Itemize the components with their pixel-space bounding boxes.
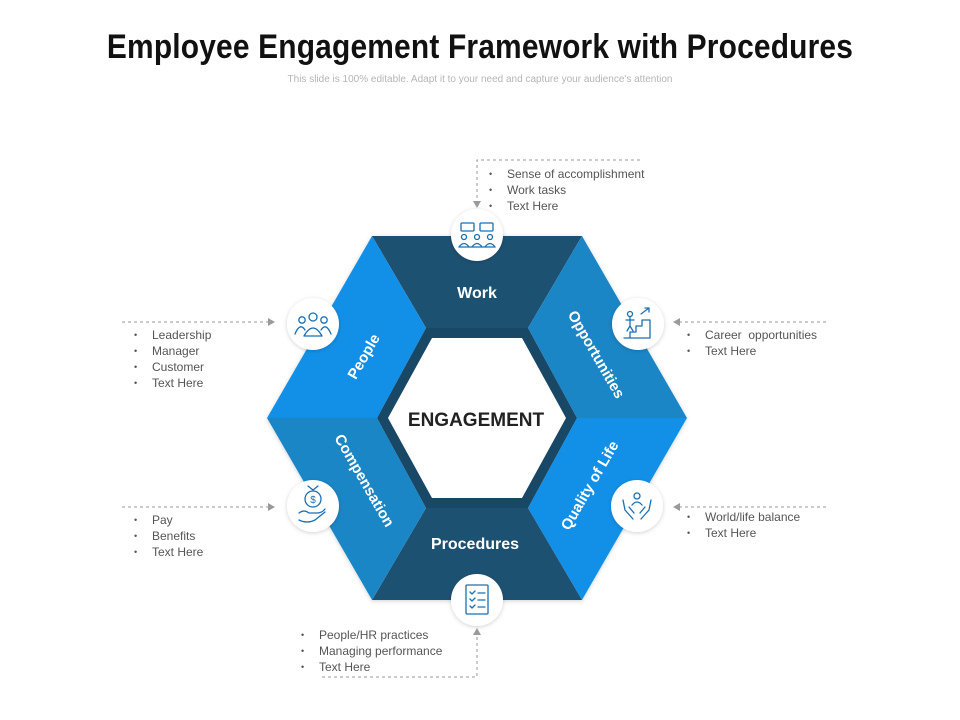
list-item: Text Here: [487, 198, 644, 214]
money-hand-icon: $: [298, 485, 326, 523]
segment-people: [267, 236, 426, 418]
list-item: Text Here: [132, 375, 211, 391]
svg-text:$: $: [310, 495, 316, 506]
notes-work: Sense of accomplishment Work tasks Text …: [487, 166, 644, 214]
list-item: People/HR practices: [299, 627, 442, 643]
list-item: World/life balance: [685, 509, 800, 525]
list-item: Manager: [132, 343, 211, 359]
label-work: Work: [457, 285, 497, 302]
list-item: Leadership: [132, 327, 211, 343]
page-subtitle: This slide is 100% editable. Adapt it to…: [287, 74, 673, 85]
list-item: Sense of accomplishment: [487, 166, 644, 182]
label-procedures: Procedures: [431, 536, 519, 553]
list-item: Work tasks: [487, 182, 644, 198]
career-stairs-icon: [623, 307, 651, 339]
team-meeting-icon: [458, 222, 496, 248]
segment-procedures: [372, 508, 582, 600]
notes-compensation: Pay Benefits Text Here: [132, 512, 203, 560]
notes-procedures: People/HR practices Managing performance…: [299, 627, 442, 675]
list-item: Customer: [132, 359, 211, 375]
checklist-icon: [465, 584, 489, 615]
segment-quality-of-life: [528, 418, 687, 600]
segment-compensation: [267, 418, 426, 600]
connector-work: [476, 159, 640, 202]
list-item: Pay: [132, 512, 203, 528]
center-label: ENGAGEMENT: [408, 410, 545, 431]
connector-lines: [122, 159, 826, 678]
page-title: Employee Engagement Framework with Proce…: [106, 28, 854, 66]
hands-care-icon: [622, 492, 652, 520]
segment-opportunities: [528, 236, 687, 418]
segment-work: [372, 236, 582, 328]
list-item: Text Here: [685, 343, 817, 359]
center-hexagon: [388, 338, 566, 498]
people-group-icon: [294, 312, 332, 337]
list-item: Text Here: [299, 659, 442, 675]
list-item: Text Here: [685, 525, 800, 541]
list-item: Benefits: [132, 528, 203, 544]
list-item: Managing performance: [299, 643, 442, 659]
list-item: Text Here: [132, 544, 203, 560]
notes-opportunities: Career opportunities Text Here: [685, 327, 817, 359]
notes-people: Leadership Manager Customer Text Here: [132, 327, 211, 391]
connector-arrowheads: [268, 201, 680, 635]
list-item: Career opportunities: [685, 327, 817, 343]
notes-quality-of-life: World/life balance Text Here: [685, 509, 800, 541]
